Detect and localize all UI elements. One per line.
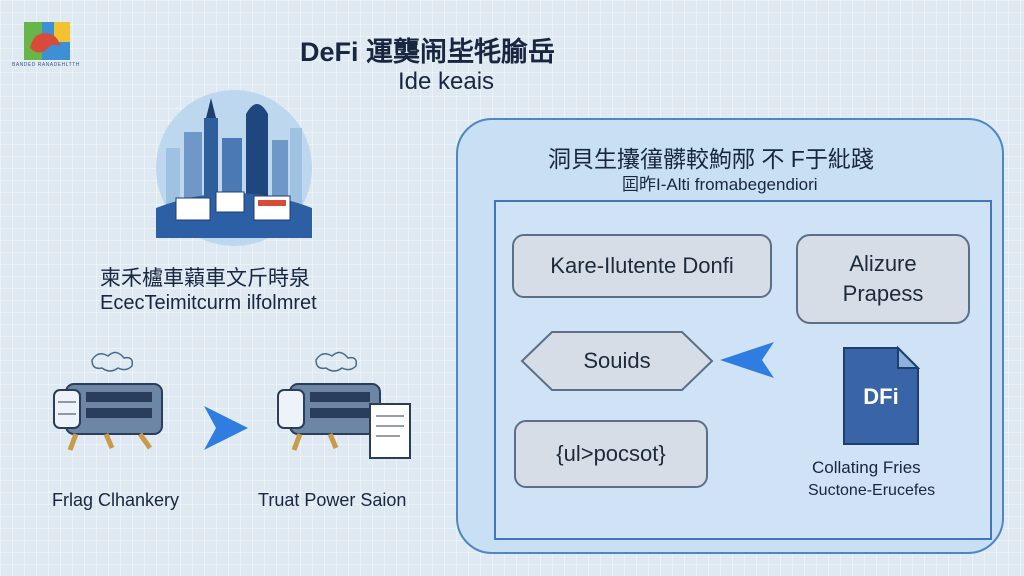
process-box-2: Alizure Prapess	[796, 234, 970, 324]
process-box-2-line1: Alizure	[849, 251, 917, 276]
server-machine-icon	[46, 344, 196, 464]
document-subtitle: Suctone-Erucefes	[808, 482, 936, 499]
process-box-2-line2: Prapess	[842, 281, 924, 306]
panel-subtitle: 囸昨I-Alti fromabegendiori	[622, 175, 818, 194]
city-illustration	[146, 88, 322, 248]
server-document-icon	[270, 344, 420, 464]
process-hexagon-label: Souids	[583, 348, 651, 373]
document-title: Collating Fries	[812, 458, 921, 477]
document-icon-text: DFi	[863, 384, 899, 409]
process-box-1-label: Kare-Ilutente Donfi	[550, 253, 734, 278]
page-title: DeFi 運龑闹坒牦腧岳	[300, 37, 556, 67]
left-arrow-icon	[716, 338, 778, 382]
left-caption-cn: 柬禾櫨車蘔車文斤時泉	[100, 267, 310, 290]
left-caption-en: EcecTeimitcurm ilfolmret	[100, 292, 317, 314]
process-box-1: Kare-Ilutente Donfi	[512, 234, 772, 298]
process-box-4-label: {ul>pocsot}	[556, 441, 666, 466]
document-icon: DFi	[842, 345, 921, 446]
flow-arrow-icon	[198, 400, 254, 456]
panel-title: 洞貝生攮徸髒較鮈邴 不 F于紕踐	[548, 146, 874, 172]
logo-caption: BANDED RANADEHLTTH	[12, 62, 80, 68]
page-subtitle: Ide keais	[398, 68, 495, 95]
flow-label-1: Frlag Clhankery	[52, 490, 180, 510]
flow-label-2: Truat Power Saion	[258, 490, 407, 510]
process-hexagon: Souids	[520, 330, 714, 392]
process-box-4: {ul>pocsot}	[514, 420, 708, 488]
logo	[24, 22, 70, 60]
